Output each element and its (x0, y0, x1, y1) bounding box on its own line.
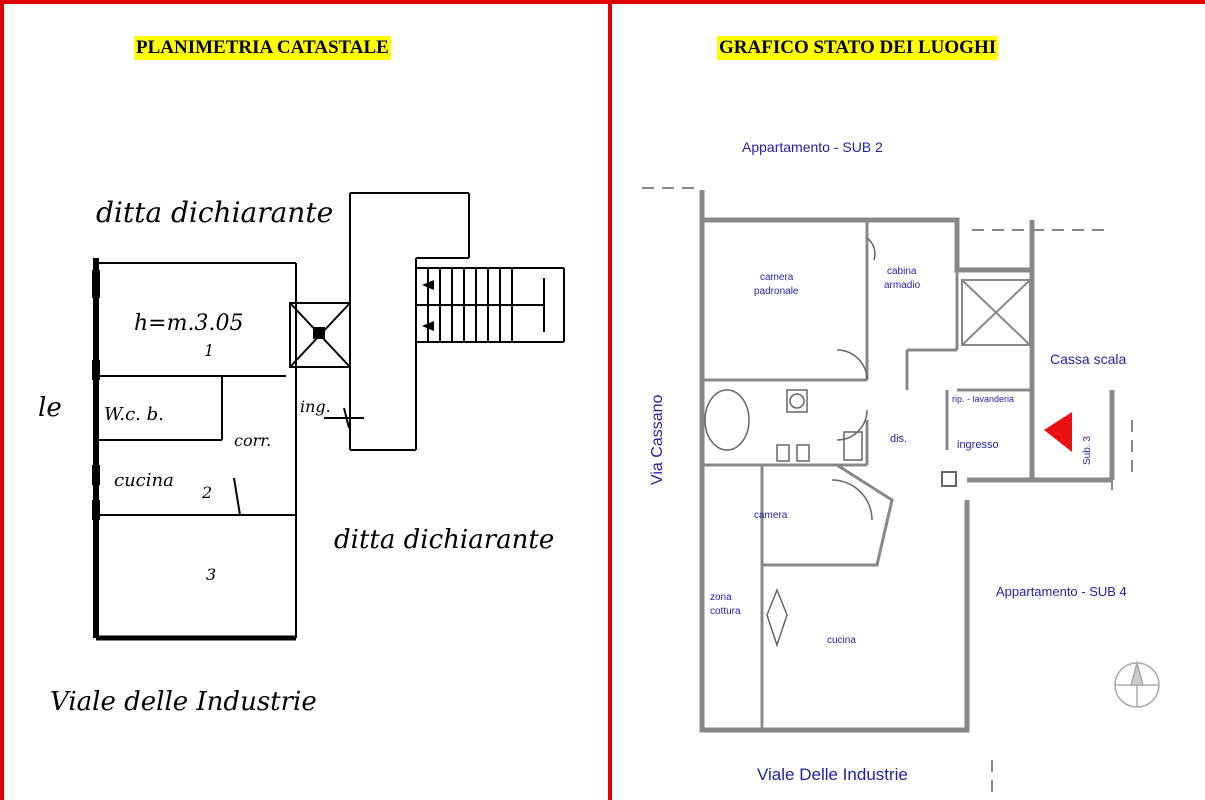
cabina-line1: cabina (887, 266, 917, 277)
street-label-right: Viale Delle Industrie (757, 765, 908, 784)
camera-padronale-line1: camera (760, 272, 794, 283)
right-title: GRAFICO STATO DEI LUOGHI (717, 36, 999, 60)
corridoio-label: corr. (234, 431, 271, 450)
compass-icon (1114, 660, 1160, 708)
zona-cottura-line2: cottura (710, 606, 741, 617)
sub3-label: Sub. 3 (1082, 436, 1093, 465)
sub4-label: Appartamento - SUB 4 (996, 584, 1127, 599)
zona-cottura-line1: zona (710, 592, 732, 603)
room-2-number: 2 (201, 483, 212, 502)
cassa-scala-label: Cassa scala (1050, 351, 1126, 367)
lavanderia-label: rip. - lavanderia (952, 394, 1014, 404)
ingresso-label: ing. (300, 397, 331, 416)
left-edge-text: le (38, 393, 62, 423)
cadastral-plan: ditta dichiarante h=m.3.05 1 le W.c. b. … (38, 192, 565, 717)
ingresso-label-right: ingresso (957, 439, 999, 451)
current-state-plan: Appartamento - SUB 2 camera padronale ca… (642, 139, 1160, 800)
ditta-top-label: ditta dichiarante (96, 196, 333, 229)
wc-label: W.c. b. (104, 404, 164, 425)
cucina-label-right: cucina (827, 635, 856, 646)
panel-divider (608, 0, 612, 800)
ditta-right-label: ditta dichiarante (334, 525, 554, 555)
left-title: PLANIMETRIA CATASTALE (134, 36, 391, 60)
via-cassano-label: Via Cassano (649, 394, 666, 485)
room-3-number: 3 (206, 565, 216, 584)
height-label: h=m.3.05 (134, 311, 243, 336)
sub2-label: Appartamento - SUB 2 (742, 139, 883, 155)
cabina-line2: armadio (884, 280, 921, 291)
entrance-arrow-icon (1044, 412, 1072, 452)
street-label-left: Viale delle Industrie (50, 687, 317, 717)
cucina-label: cucina (114, 470, 174, 491)
camera-padronale-line2: padronale (754, 286, 799, 297)
camera-label: camera (754, 510, 788, 521)
room-1-number: 1 (204, 341, 214, 360)
dis-label: dis. (890, 433, 907, 445)
